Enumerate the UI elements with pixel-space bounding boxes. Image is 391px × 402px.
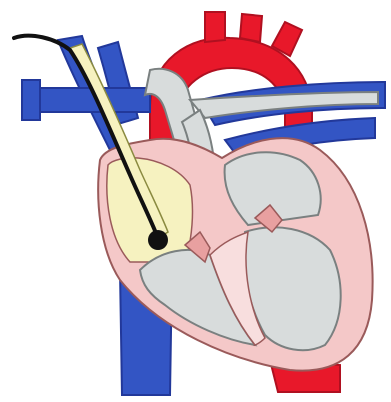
aorta-branch-2 bbox=[240, 14, 262, 42]
aorta-branch-1 bbox=[205, 12, 225, 42]
catheter-tip-dot-icon bbox=[148, 230, 168, 250]
left-vein-cap bbox=[22, 80, 40, 120]
left-vein-horizontal bbox=[30, 88, 150, 112]
